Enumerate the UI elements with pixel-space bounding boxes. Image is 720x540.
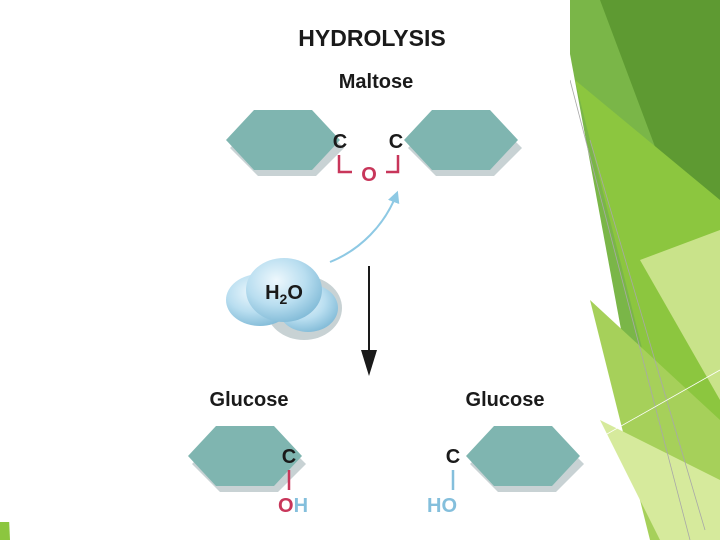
glucose-left-hydroxyl: OH [278,495,308,517]
water-o: O [287,282,303,304]
glucose-left-label: Glucose [210,389,289,411]
hydroxyl-hydrogen: H [294,495,308,517]
bridge-oxygen: O [361,164,377,186]
bond-right [386,155,400,174]
water-h: H [265,282,279,304]
water-attack-arrow [329,190,400,263]
water-molecule [226,258,342,340]
glucose-right-label: Glucose [466,389,545,411]
bond-left [337,155,352,174]
maltose-right-carbon: C [389,131,403,153]
diagram-title: HYDROLYSIS [298,25,445,51]
maltose-left-ring [226,110,344,176]
maltose-label: Maltose [339,71,413,93]
glucose-left-carbon: C [282,446,296,468]
water-formula: H2O [265,282,303,307]
glucose-right-carbon: C [446,446,460,468]
glucose-right-hydroxyl: HO [427,495,457,517]
water-subscript: 2 [280,291,288,307]
glucose-right-ring [466,426,584,492]
maltose-right-ring [404,110,522,176]
glucose-left-ring [188,426,306,492]
reaction-arrow-head [361,350,377,376]
maltose-left-carbon: C [333,131,347,153]
hydroxyl-oxygen: O [278,495,294,517]
